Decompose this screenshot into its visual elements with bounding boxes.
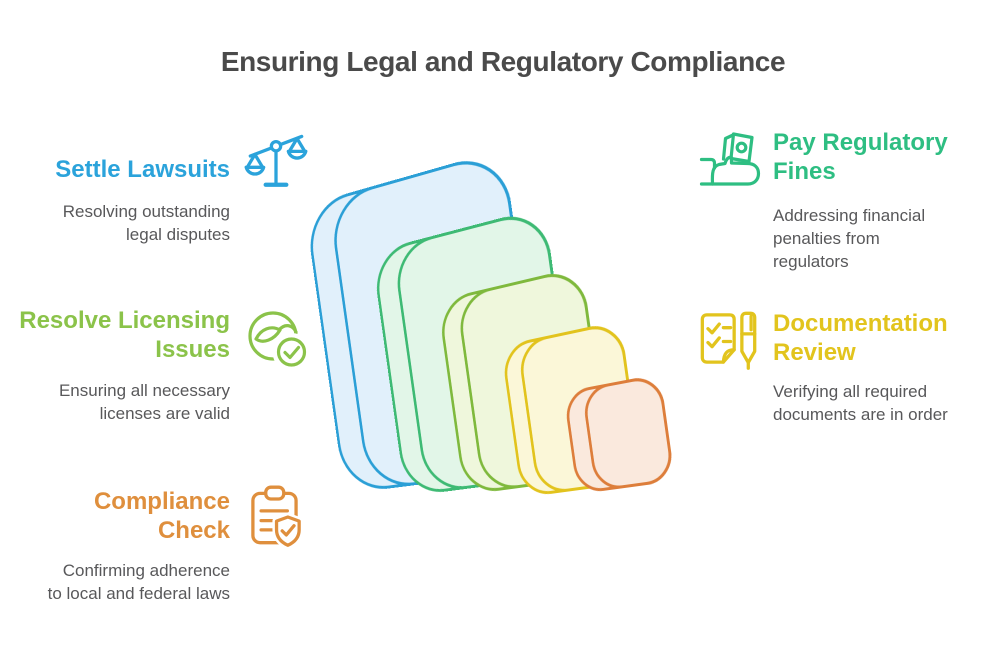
item-description: Addressing financial penalties from regu… <box>773 206 926 271</box>
item-description: Ensuring all necessary licenses are vali… <box>58 381 230 423</box>
item-title: Resolve Licensing Issues <box>19 307 230 363</box>
license-check-icon <box>246 302 310 374</box>
item-title: Compliance Check <box>93 488 230 544</box>
document-pen-icon <box>692 302 764 378</box>
scales-of-justice-icon <box>242 119 310 193</box>
item-description: Resolving outstanding legal disputes <box>62 202 230 244</box>
stacked-squares-graphic <box>304 148 692 504</box>
item-title: Settle Lawsuits <box>55 156 230 183</box>
item-description: Confirming adherence to local and federa… <box>47 561 230 603</box>
page-title: Ensuring Legal and Regulatory Compliance <box>220 45 786 77</box>
clipboard-shield-icon <box>241 480 309 554</box>
hand-money-icon <box>698 119 766 193</box>
stack-layer-5-orange <box>563 373 676 495</box>
item-title: Documentation Review <box>773 310 948 366</box>
item-title: Pay Regulatory Fines <box>773 129 948 185</box>
item-description: Verifying all required documents are in … <box>773 382 948 424</box>
